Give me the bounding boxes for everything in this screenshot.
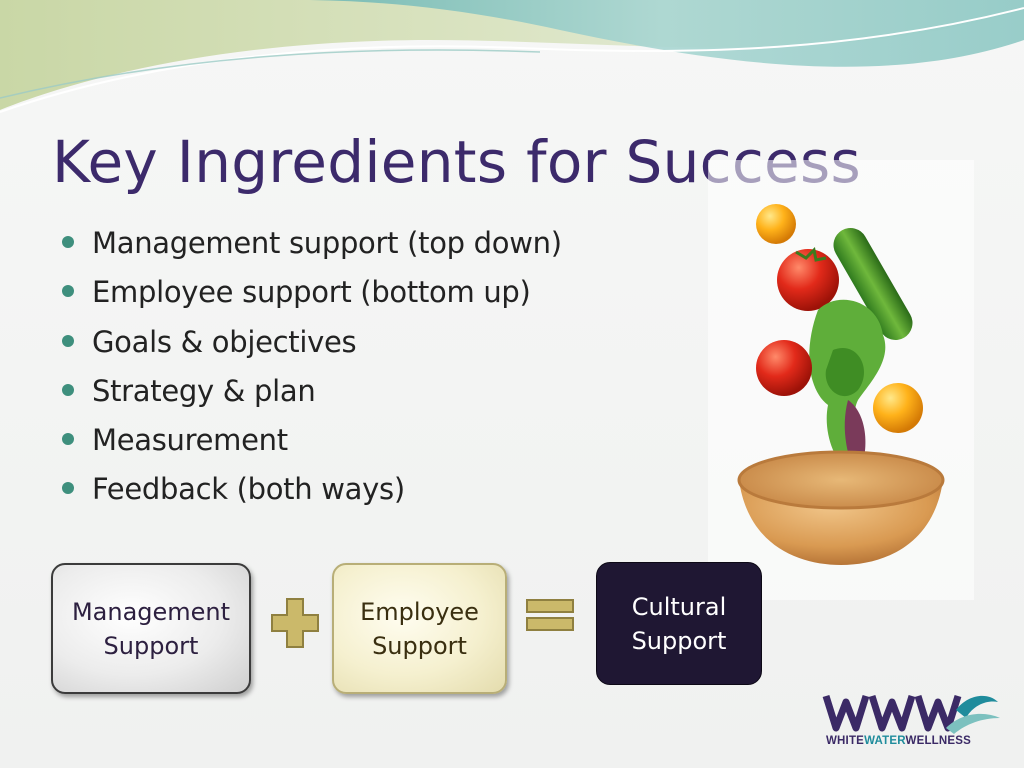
bullet-dot-icon	[62, 334, 74, 347]
bullet-item: Measurement	[62, 419, 562, 468]
box-label-line: Support	[631, 626, 727, 655]
bullet-item: Feedback (both ways)	[62, 468, 562, 517]
bullet-text: Management support (top down)	[92, 226, 562, 260]
salad-bowl-image	[708, 160, 974, 600]
bullet-item: Strategy & plan	[62, 370, 562, 419]
box-label: Employee Support	[360, 595, 479, 663]
box-label: Cultural Support	[632, 590, 727, 658]
box-label-line: Management	[71, 597, 231, 626]
box-label: Management Support	[72, 595, 230, 663]
bullet-dot-icon	[62, 285, 74, 298]
box-label-line: Support	[372, 631, 467, 660]
bullet-dot-icon	[62, 482, 74, 495]
logo-word: WATER	[864, 735, 906, 747]
bullet-text: Measurement	[92, 423, 288, 458]
bullet-list: Management support (top down) Employee s…	[62, 222, 562, 518]
box-label-line: Support	[103, 631, 199, 660]
bullet-dot-icon	[62, 383, 74, 396]
bullet-text: Strategy & plan	[92, 373, 316, 408]
bullet-text: Feedback (both ways)	[92, 472, 405, 507]
logo-word: WELLNESS	[905, 735, 972, 747]
plus-icon	[271, 598, 319, 648]
bullet-text: Employee support (bottom up)	[92, 275, 531, 310]
bullet-dot-icon	[62, 433, 74, 446]
logo-wordmark: WHITEWATERWELLNESS	[826, 735, 971, 747]
employee-support-box: Employee Support	[332, 563, 507, 694]
whitewater-wellness-logo	[822, 694, 1000, 734]
bullet-text: Goals & objectives	[92, 324, 357, 359]
bullet-item: Employee support (bottom up)	[62, 271, 562, 320]
header-waves	[0, 0, 1024, 113]
box-label-line: Cultural	[631, 592, 727, 621]
box-label-line: Employee	[360, 597, 479, 626]
logo-word: WHITE	[826, 735, 865, 747]
bullet-dot-icon	[62, 236, 74, 248]
bullet-item: Goals & objectives	[62, 321, 562, 370]
bullet-item: Management support (top down)	[62, 222, 562, 271]
cultural-support-box: Cultural Support	[596, 562, 762, 685]
equals-icon	[526, 599, 574, 631]
management-support-box: Management Support	[51, 563, 251, 694]
